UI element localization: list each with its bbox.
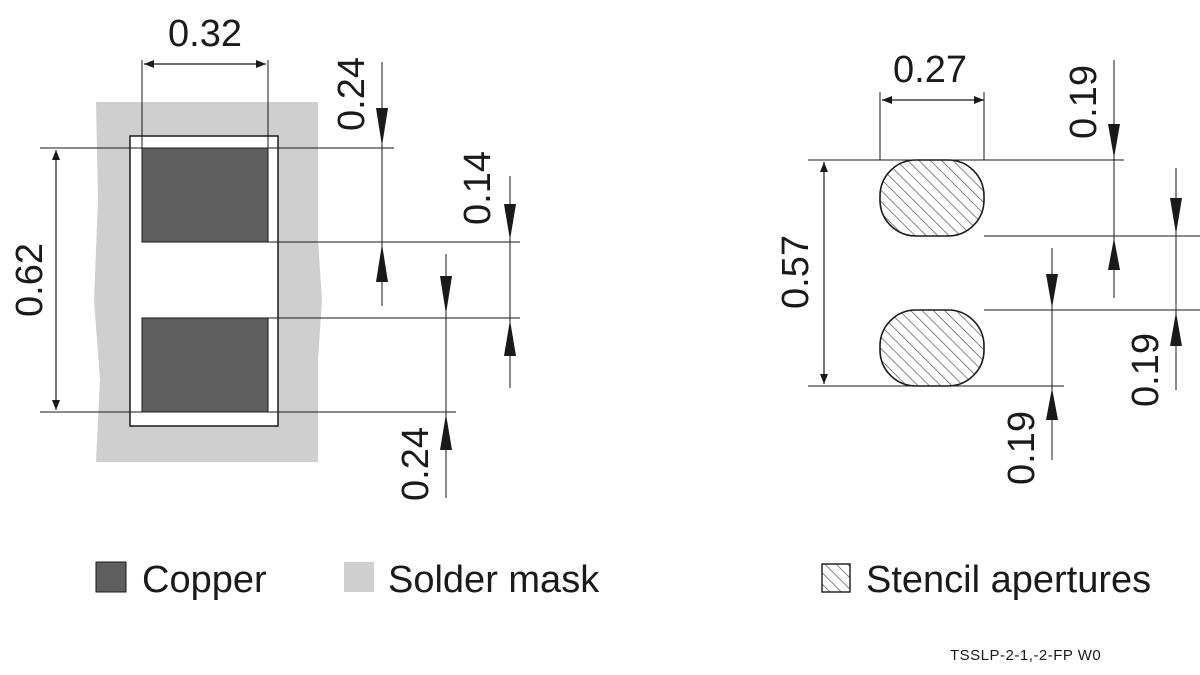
dim-footprint-width-label: 0.32	[168, 13, 242, 55]
legend-copper: Copper	[95, 559, 267, 601]
dim-footprint-top-clearance-label: 0.24	[331, 57, 373, 131]
footprint-view: 0.32 0.62 0.24 0.14 0.24	[9, 13, 520, 501]
dim-stencil-aperture-bottom-label: 0.19	[1001, 411, 1043, 485]
dim-stencil-top-offset-label: 0.19	[1063, 65, 1105, 139]
stencil-aperture-top	[879, 159, 985, 237]
dim-footprint-gap-label: 0.14	[457, 151, 499, 225]
dim-stencil-aperture-top-label: 0.19	[1125, 333, 1167, 407]
dim-footprint-height-label: 0.62	[9, 243, 51, 317]
stencil-view: 0.27 0.57 0.19 0.19 0.19	[775, 49, 1200, 485]
dim-stencil-top-offset: 0.19	[1063, 60, 1120, 298]
copper-pad-bottom	[141, 317, 269, 413]
dim-footprint-bottom-clearance-label: 0.24	[395, 427, 437, 501]
dim-stencil-aperture-bottom: 0.19	[1001, 248, 1058, 485]
dim-footprint-bottom-clearance: 0.24	[395, 254, 452, 501]
legend-stencil: Stencil apertures	[821, 559, 1151, 601]
legend-copper-label: Copper	[142, 559, 267, 601]
stencil-extension-lines	[808, 92, 1200, 387]
dim-stencil-height: 0.57	[775, 162, 828, 384]
legend-solder-mask: Solder mask	[344, 559, 600, 601]
dim-footprint-top-clearance: 0.24	[331, 57, 388, 306]
footprint-extension-lines	[40, 60, 520, 413]
legend-stencil-swatch	[821, 563, 851, 593]
dim-stencil-width: 0.27	[882, 49, 984, 104]
legend-solder-mask-swatch	[344, 562, 374, 592]
legend-stencil-label: Stencil apertures	[866, 559, 1151, 601]
dim-stencil-height-label: 0.57	[775, 235, 817, 309]
dim-stencil-aperture-top: 0.19	[1125, 168, 1182, 407]
legend-copper-swatch	[95, 561, 127, 593]
dim-footprint-width: 0.32	[144, 13, 266, 68]
dim-stencil-width-label: 0.27	[893, 49, 967, 91]
copper-pad-top	[141, 147, 269, 243]
dim-footprint-height: 0.62	[9, 150, 60, 410]
legend-solder-mask-label: Solder mask	[388, 559, 600, 601]
drawing-code: TSSLP-2-1,-2-FP W0	[950, 647, 1101, 664]
dim-footprint-gap: 0.14	[457, 151, 516, 388]
legend: Copper Solder mask Stencil apertures	[95, 559, 1151, 601]
stencil-aperture-bottom	[879, 309, 985, 387]
